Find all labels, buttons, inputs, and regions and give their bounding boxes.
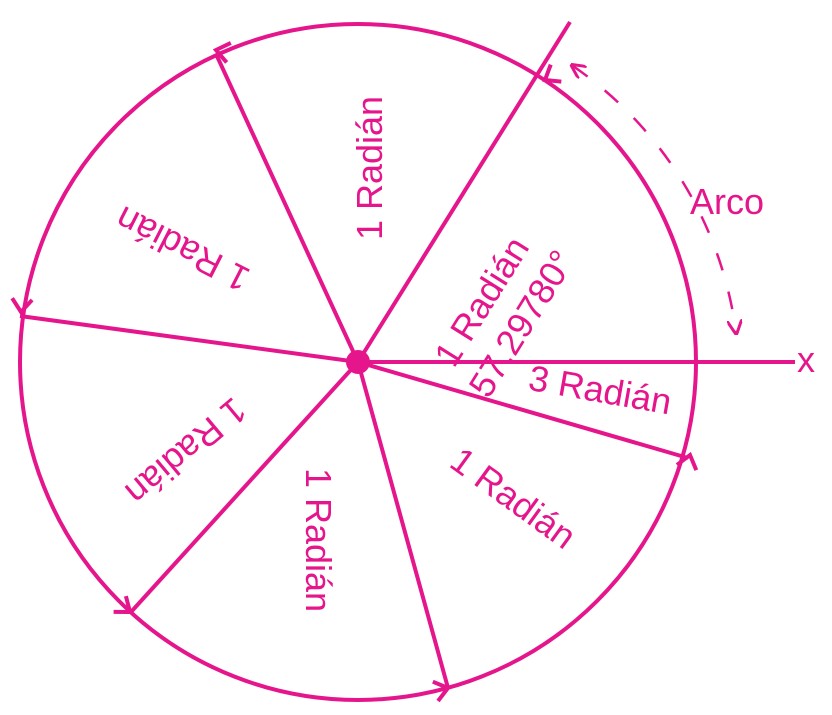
arrowhead-1: [542, 63, 562, 84]
radius-line-6: [357, 360, 689, 460]
x-axis-label: x: [797, 339, 815, 380]
arc-indicator: [573, 66, 736, 332]
sector-label-2: 1 Radián: [349, 96, 390, 240]
radius-line-4: [129, 360, 360, 614]
radius-line-1: [356, 20, 572, 364]
arrowhead-4: [113, 595, 133, 615]
arrowhead-5: [432, 679, 452, 703]
sector-label-7: 3 Radián: [526, 357, 675, 422]
sector-label-6: 1 Radián: [443, 439, 584, 557]
sector-label-4: 1 Radián: [118, 390, 255, 514]
arrowhead-6: [675, 451, 699, 471]
arc-label: Arco: [690, 181, 764, 222]
sector-label-5: 1 Radián: [298, 468, 339, 612]
radius-line-2: [214, 53, 360, 363]
arrowhead-3: [10, 297, 34, 316]
center-point: [346, 350, 370, 374]
arrowhead-2: [212, 41, 232, 64]
radius-line-3: [19, 314, 359, 364]
radius-line-5: [356, 361, 450, 689]
sector-label-3: 1 Radián: [109, 198, 256, 300]
